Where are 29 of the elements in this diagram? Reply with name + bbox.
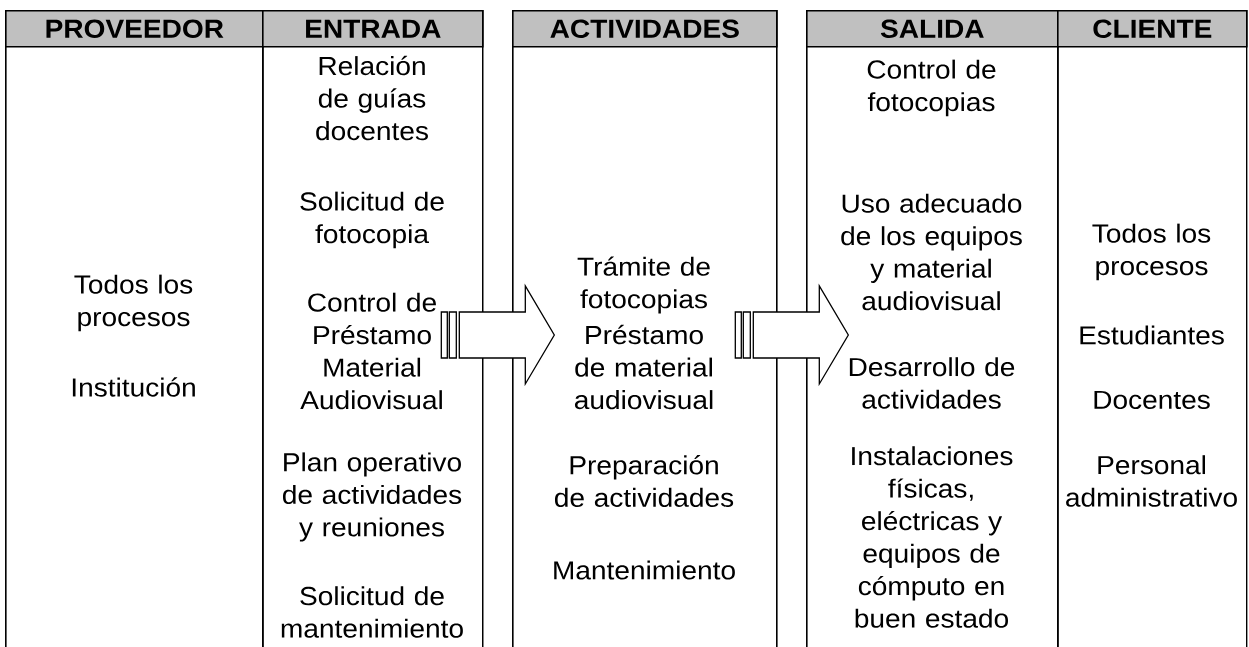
column-header: SALIDA (806, 10, 1059, 48)
block-arrow (440, 283, 556, 387)
column-text: Mantenimiento (554, 560, 735, 580)
column-text: Solicitud de fotocopia (300, 191, 444, 249)
column-text: Plan operativo de actividades y reuniones (283, 452, 462, 542)
column-header: ENTRADA (262, 10, 484, 48)
table-column (806, 10, 1059, 647)
column-text: Control de Préstamo Material Audiovisual (300, 292, 442, 410)
table-column (1057, 10, 1248, 647)
column-text: Todos los procesos (1092, 223, 1211, 281)
column-text: Estudiantes (1080, 325, 1224, 345)
column-text: Institución (72, 377, 195, 397)
column-text: Docentes (1094, 390, 1210, 410)
column-header: ACTIVIDADES (512, 10, 778, 48)
column-text: Personal administrativo (1066, 455, 1237, 507)
column-header: PROVEEDOR (5, 10, 264, 48)
column-text: Uso adecuado de los equipos y material audiovisual (841, 193, 1022, 311)
column-text: Instalaciones físicas, eléctricas y equipos de cómputo en buen estado (852, 446, 1013, 628)
column-text: Preparación de actividades (555, 455, 734, 507)
column-text: Control de fotocopias (867, 59, 996, 117)
column-header: CLIENTE (1057, 10, 1248, 48)
block-arrow (734, 283, 850, 387)
column-text: Desarrollo de actividades (849, 357, 1015, 409)
column-text: Solicitud de mantenimiento (281, 586, 463, 638)
column-text: Trámite de fotocopias (577, 256, 710, 314)
table-column (5, 10, 264, 647)
column-text: Préstamo de material audiovisual (574, 324, 713, 410)
column-text: Todos los procesos (74, 274, 193, 332)
column-text: Relación de guías docentes (316, 55, 428, 141)
